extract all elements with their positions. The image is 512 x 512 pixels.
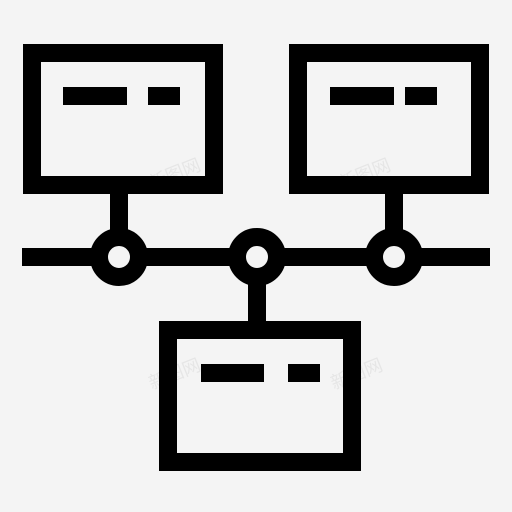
icon-strokes — [22, 44, 490, 471]
node-left — [90, 228, 148, 286]
computer-bottom-screen — [159, 321, 361, 471]
node-right — [365, 228, 423, 286]
node-center — [228, 228, 286, 286]
